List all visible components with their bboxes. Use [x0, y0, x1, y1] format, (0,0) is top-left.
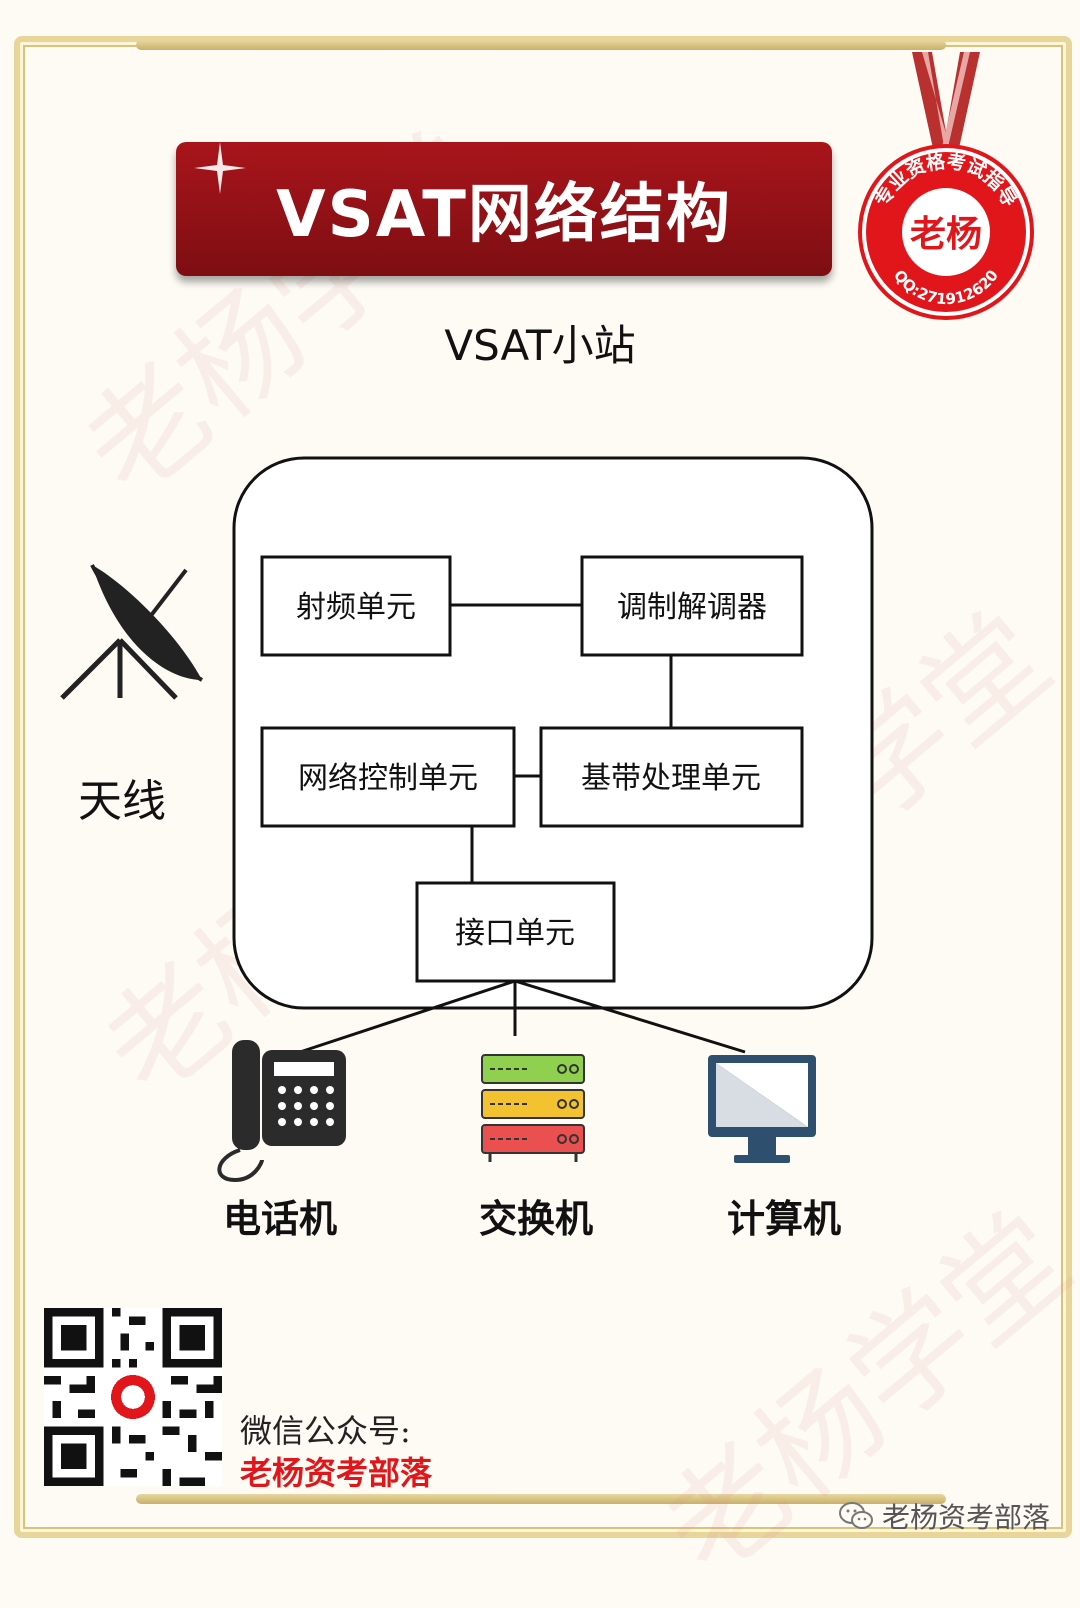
corner-credit: 老杨资考部落 [838, 1496, 1050, 1536]
network-control-unit-box: 网络控制单元 [260, 726, 516, 828]
satellite-dish-icon [60, 564, 204, 700]
decorative-frame [14, 36, 1072, 1538]
frame-bottom-bar [136, 1494, 946, 1504]
interface-unit-label: 接口单元 [455, 916, 575, 951]
title-banner: VSAT网络结构 [176, 142, 832, 276]
rf-unit-label: 射频单元 [296, 590, 416, 625]
page-title: VSAT网络结构 [276, 178, 732, 252]
vsat-diagram: 射频单元 调制解调器 网络控制单元 基带处理单元 接口单元 [60, 456, 874, 1183]
connector-line [299, 979, 516, 1054]
wechat-label: 微信公众号: [240, 1412, 411, 1450]
wechat-icon [839, 1502, 873, 1529]
network-control-unit-label: 网络控制单元 [298, 761, 478, 796]
monitor-icon [708, 1055, 816, 1163]
seal-badge-icon: 专业资格考试指导 QQ:271912620 老杨 [858, 52, 1034, 320]
baseband-processing-unit-box: 基带处理单元 [539, 726, 804, 828]
frame-top-bar [136, 40, 946, 50]
server-switch-icon [481, 1054, 585, 1162]
qr-code-icon[interactable] [44, 1308, 222, 1486]
sparkle-icon [194, 142, 246, 194]
corner-credit-text: 老杨资考部落 [882, 1501, 1051, 1534]
diagram-subtitle: VSAT小站 [444, 321, 636, 370]
connector-line [514, 979, 746, 1054]
rf-unit-box: 射频单元 [260, 555, 452, 657]
page: 老杨学堂 老杨学堂 老杨学堂 老杨学堂 VSAT网络结构 专业资格考试指导 QQ… [14, 36, 1080, 1603]
baseband-processing-unit-label: 基带处理单元 [581, 761, 761, 796]
switch-label: 交换机 [478, 1197, 593, 1241]
modem-box: 调制解调器 [580, 555, 804, 657]
telephone-icon [217, 1040, 346, 1183]
account-name[interactable]: 老杨资考部落 [240, 1454, 433, 1492]
seal-center-text: 老杨 [910, 213, 982, 255]
computer-label: 计算机 [726, 1197, 841, 1241]
interface-unit-box: 接口单元 [415, 881, 616, 983]
modem-label: 调制解调器 [617, 590, 767, 625]
antenna-label: 天线 [78, 776, 166, 827]
phone-label: 电话机 [222, 1197, 337, 1241]
